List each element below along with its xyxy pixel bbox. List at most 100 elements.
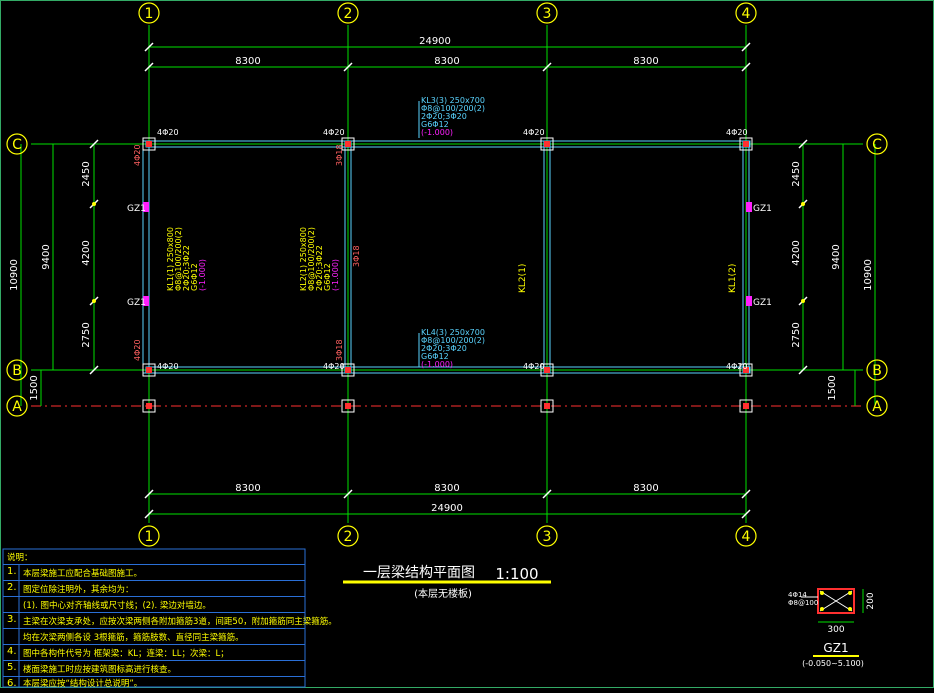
dim-right-seg-2: 4200 <box>791 240 802 265</box>
rebar-b4: 4Φ20 <box>726 362 748 371</box>
svg-text:2Φ20;3Φ20: 2Φ20;3Φ20 <box>421 344 467 353</box>
axis-bubble-2-top: 2 <box>344 6 353 22</box>
rebar-c4: 4Φ20 <box>726 128 748 137</box>
note-row: 1.本层梁施工应配合基础图施工。 <box>3 565 305 581</box>
axis-bubble-1-top: 1 <box>145 6 154 22</box>
axis-bubble-b-left: B <box>12 363 22 379</box>
rebar-side-c2: 3Φ18 <box>335 144 344 166</box>
dim-right-seg-1: 2450 <box>791 161 802 186</box>
dim-left-seg-3: 2750 <box>81 322 92 347</box>
note-row: 6.本层梁应按“结构设计总说明”。 <box>7 678 143 689</box>
dim-total-top: 24900 <box>419 36 451 47</box>
svg-text:Φ8@100/200(2): Φ8@100/200(2) <box>307 227 316 291</box>
dim-left-inner: 9400 <box>41 244 52 269</box>
axis-bubble-3-top: 3 <box>543 6 552 22</box>
dim-span-top-3: 8300 <box>633 56 658 67</box>
drawing-subtitle: (本层无楼板) <box>414 587 472 600</box>
svg-text:KL4(3) 250x700: KL4(3) 250x700 <box>421 328 485 337</box>
dim-right-bottom: 1500 <box>827 375 838 400</box>
svg-text:Φ8@100/200(2): Φ8@100/200(2) <box>174 227 183 291</box>
beam-annotation-kl4: KL4(3) 250x700 Φ8@100/200(2) 2Φ20;3Φ20 G… <box>418 328 485 369</box>
rebar-side-b1: 4Φ20 <box>133 339 142 361</box>
drawing-scale: 1:100 <box>495 565 538 583</box>
svg-text:2Φ20;3Φ22: 2Φ20;3Φ22 <box>182 245 191 291</box>
axis-bubble-3-bottom: 3 <box>543 529 552 545</box>
svg-text:KL3(3) 250x700: KL3(3) 250x700 <box>421 96 485 105</box>
notes-frame <box>2 548 306 688</box>
svg-text:G6Φ12: G6Φ12 <box>190 263 199 291</box>
rebar-b2: 4Φ20 <box>323 362 345 371</box>
notes-table: 说明： 1.本层梁施工应配合基础图施工。 2.图定位除注明外，其余均为： (1)… <box>3 549 337 689</box>
svg-text:G6Φ12: G6Φ12 <box>421 120 449 129</box>
gz1-label-right-top: GZ1 <box>753 204 772 214</box>
svg-text:Φ8@100/200(2): Φ8@100/200(2) <box>421 104 485 113</box>
beam-label-kl2: KL2(1) <box>518 264 528 293</box>
gz1-rebar: 4Φ14 <box>788 591 807 599</box>
note-row: 2.图定位除注明外，其余均为： <box>3 581 305 597</box>
rebar-c3: 4Φ20 <box>523 128 545 137</box>
gz1-width: 300 <box>827 625 844 635</box>
gz1-label-left-top: GZ1 <box>127 204 146 214</box>
axis-bubble-a-left: A <box>12 399 22 415</box>
dim-left-seg-1: 2450 <box>81 161 92 186</box>
svg-text:(-1.000): (-1.000) <box>421 128 453 137</box>
svg-text:2Φ20;3Φ22: 2Φ20;3Φ22 <box>315 245 324 291</box>
dim-span-top-1: 8300 <box>235 56 260 67</box>
svg-text:(-1.000): (-1.000) <box>331 259 340 291</box>
note-row: 4.图中各构件代号为 框架梁：KL；连梁：LL；次梁：L； <box>3 645 305 661</box>
gz1-stirrup: Φ8@100 <box>788 599 818 607</box>
axis-bubble-1-bottom: 1 <box>145 529 154 545</box>
dim-right-seg-3: 2750 <box>791 322 802 347</box>
dim-span-bottom-3: 8300 <box>633 483 658 494</box>
svg-text:(-1.000): (-1.000) <box>421 360 453 369</box>
svg-text:KL2(1) 250x800: KL2(1) 250x800 <box>299 227 308 291</box>
axis-bubble-4-top: 4 <box>742 6 751 22</box>
dim-left-bottom: 1500 <box>29 375 40 400</box>
dim-right-inner: 9400 <box>831 244 842 269</box>
gz1-label-right-bottom: GZ1 <box>753 298 772 308</box>
note-row: (1). 图中心对齐轴线或尺寸线；(2). 梁边对墙边。 <box>3 597 305 613</box>
dim-right-outer: 10900 <box>863 259 874 291</box>
axis-bubble-4-bottom: 4 <box>742 529 751 545</box>
beam-annotation-kl1-left: KL1(1) 250x800 Φ8@100/200(2) 2Φ20;3Φ22 G… <box>166 227 207 291</box>
beam-annotation-kl2-mid: KL2(1) 250x800 Φ8@100/200(2) 2Φ20;3Φ22 G… <box>299 227 340 291</box>
rebar-c1: 4Φ20 <box>157 128 179 137</box>
rebar-b3: 4Φ20 <box>523 362 545 371</box>
svg-text:G6Φ12: G6Φ12 <box>421 352 449 361</box>
gz1-range: (-0.050~5.100) <box>802 659 864 668</box>
gz1-name: GZ1 <box>823 641 848 655</box>
note-row: 5.楼面梁施工时应按建筑图标高进行核查。 <box>3 661 305 677</box>
svg-text:2Φ20;3Φ20: 2Φ20;3Φ20 <box>421 112 467 121</box>
note-row: 3.主梁在次梁支承处，应按次梁两侧各附加箍筋3道，间距50，附加箍筋同主梁箍筋。 <box>3 613 337 629</box>
note-row: 均在次梁两侧各设 3根箍筋，箍筋肢数、直径同主梁箍筋。 <box>3 629 305 645</box>
axis-bubble-c-left: C <box>12 137 22 153</box>
notes-header: 说明： <box>7 553 33 563</box>
svg-text:(-1.000): (-1.000) <box>198 259 207 291</box>
rebar-b1: 4Φ20 <box>157 362 179 371</box>
axis-bubble-b-right: B <box>872 363 882 379</box>
svg-text:G6Φ12: G6Φ12 <box>323 263 332 291</box>
dim-left-outer: 10900 <box>9 259 20 291</box>
gz1-label-left-bottom: GZ1 <box>127 298 146 308</box>
beam-label-kl1: KL1(2) <box>728 264 738 293</box>
gz1-detail: 4Φ14 Φ8@100 300 200 GZ1 (-0.050~5.100) <box>788 588 876 668</box>
notes-header-row: 说明： <box>3 549 305 565</box>
axis-bubble-a-right: A <box>872 399 882 415</box>
gz1-height: 200 <box>866 592 876 609</box>
svg-text:Φ8@100/200(2): Φ8@100/200(2) <box>421 336 485 345</box>
drawing-title: 一层梁结构平面图 <box>363 565 475 581</box>
rebar-c2: 4Φ20 <box>323 128 345 137</box>
dim-total-bottom: 24900 <box>431 503 463 514</box>
dim-span-bottom-1: 8300 <box>235 483 260 494</box>
column-markers <box>142 137 753 413</box>
beam-annotation-kl3: KL3(3) 250x700 Φ8@100/200(2) 2Φ20;3Φ20 G… <box>418 96 485 138</box>
svg-text:KL1(1) 250x800: KL1(1) 250x800 <box>166 227 175 291</box>
dim-span-bottom-2: 8300 <box>434 483 459 494</box>
axis-bubble-c-right: C <box>872 137 882 153</box>
rebar-side-c1: 4Φ20 <box>133 144 142 166</box>
rebar-side-b2: 3Φ18 <box>335 339 344 361</box>
rebar-mid-2: 3Φ18 <box>352 245 361 267</box>
dim-left-seg-2: 4200 <box>81 240 92 265</box>
